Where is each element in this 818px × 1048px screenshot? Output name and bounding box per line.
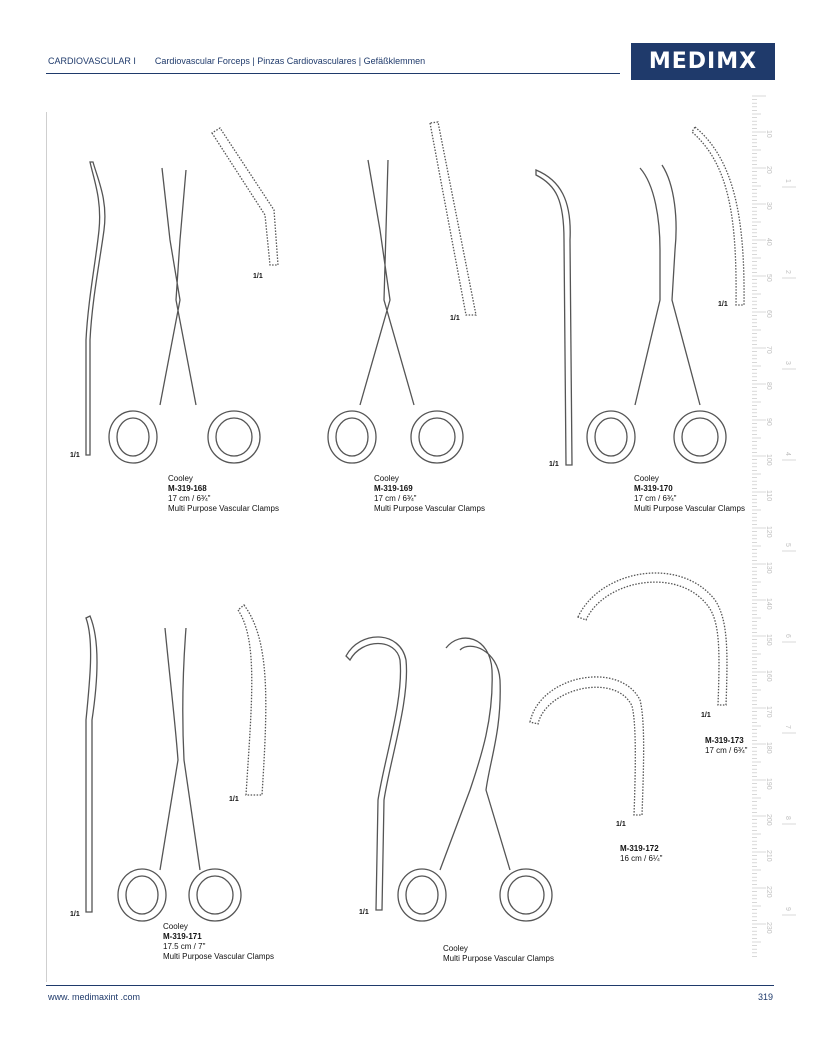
ruler-inch-label: 1 bbox=[784, 179, 791, 183]
product-code: M-319-169 bbox=[374, 484, 413, 493]
product-label: Cooley M-319-168 17 cm / 6¾" Multi Purpo… bbox=[168, 474, 279, 514]
scale-label: 1/1 bbox=[616, 821, 626, 828]
product-size: 16 cm / 6¼" bbox=[620, 854, 663, 863]
scale-label: 1/1 bbox=[253, 273, 263, 280]
ruler-cm-label: 110 bbox=[765, 490, 772, 501]
scale-label: 1/1 bbox=[70, 452, 80, 459]
jaw-detail-168 bbox=[211, 127, 279, 266]
ruler-cm-label: 90 bbox=[765, 418, 772, 426]
ruler-cm-label: 140 bbox=[765, 598, 772, 610]
product-name: Cooley bbox=[163, 922, 188, 931]
ruler-cm-label: 80 bbox=[765, 382, 772, 390]
product-size: 17 cm / 6¾" bbox=[168, 494, 211, 503]
ruler-cm-label: 100 bbox=[765, 454, 772, 466]
ruler-cm-label: 30 bbox=[765, 202, 772, 210]
jaw-detail-173 bbox=[577, 572, 728, 706]
product-label: Cooley M-319-169 17 cm / 6¾" Multi Purpo… bbox=[374, 474, 485, 514]
footer-rule bbox=[46, 985, 774, 986]
scale-label: 1/1 bbox=[70, 911, 80, 918]
product-desc: Multi Purpose Vascular Clamps bbox=[374, 504, 486, 513]
scale-label: 1/1 bbox=[549, 461, 559, 468]
side-profile-168 bbox=[85, 161, 106, 456]
ruler-inch-label: 4 bbox=[784, 452, 791, 456]
footer-url: www. medimaxint .com bbox=[48, 992, 141, 1002]
clamp-170 bbox=[586, 164, 727, 464]
product-desc: Multi Purpose Vascular Clamps bbox=[163, 952, 275, 961]
ruler-cm-label: 60 bbox=[765, 310, 772, 318]
product-label: Cooley M-319-171 17.5 cm / 7" Multi Purp… bbox=[163, 922, 274, 962]
ruler-inch-label: 6 bbox=[784, 634, 791, 638]
ruler-inch-label: 7 bbox=[784, 725, 791, 729]
product-label: Cooley Multi Purpose Vascular Clamps bbox=[443, 944, 554, 964]
ruler-cm-label: 190 bbox=[765, 778, 772, 790]
product-label: M-319-172 16 cm / 6¼" bbox=[620, 844, 662, 864]
scale-label: 1/1 bbox=[718, 301, 728, 308]
jaw-detail-171 bbox=[237, 604, 267, 796]
ruler-inch-label: 5 bbox=[784, 543, 791, 547]
scale-label: 1/1 bbox=[229, 796, 239, 803]
ruler-cm-label: 120 bbox=[765, 526, 772, 538]
product-label: Cooley M-319-170 17 cm / 6¾" Multi Purpo… bbox=[634, 474, 745, 514]
scale-label: 1/1 bbox=[359, 909, 369, 916]
ruler-cm-label: 20 bbox=[765, 166, 772, 174]
product-label: M-319-173 17 cm / 6¾" bbox=[705, 736, 747, 756]
clamp-curved bbox=[397, 637, 553, 922]
ruler-cm-label: 150 bbox=[765, 634, 772, 646]
page-header: CARDIOVASCULAR I Cardiovascular Forceps … bbox=[48, 56, 425, 66]
product-code: M-319-170 bbox=[634, 484, 673, 493]
clamp-168 bbox=[108, 167, 261, 464]
side-profile-curved bbox=[345, 636, 408, 911]
jaw-detail-169 bbox=[429, 121, 477, 316]
product-desc: Multi Purpose Vascular Clamps bbox=[168, 504, 280, 513]
ruler-cm-label: 10 bbox=[765, 130, 772, 138]
ruler-cm-label: 220 bbox=[765, 886, 772, 898]
side-profile-170 bbox=[535, 169, 573, 466]
jaw-detail-172 bbox=[529, 676, 645, 816]
jaw-detail-170 bbox=[691, 126, 745, 306]
ruler-inch-label: 2 bbox=[784, 270, 791, 274]
clamp-171 bbox=[117, 627, 242, 922]
clamp-169 bbox=[327, 159, 464, 464]
product-code: M-319-171 bbox=[163, 932, 202, 941]
product-name: Cooley bbox=[374, 474, 399, 483]
product-size: 17.5 cm / 7" bbox=[163, 942, 206, 951]
product-name: Cooley bbox=[634, 474, 659, 483]
product-code: M-319-173 bbox=[705, 736, 744, 745]
measurement-ruler: 10 20 30 40 50 60 70 80 90 100 110 120 130 140 150 160 1… bbox=[752, 95, 796, 957]
ruler-inch-label: 3 bbox=[784, 361, 791, 365]
ruler-cm-label: 50 bbox=[765, 274, 772, 282]
catalog-content bbox=[46, 112, 753, 982]
product-size: 17 cm / 6¾" bbox=[374, 494, 417, 503]
header-title: Cardiovascular Forceps | Pinzas Cardiova… bbox=[154, 56, 426, 66]
product-name: Cooley bbox=[168, 474, 193, 483]
product-code: M-319-168 bbox=[168, 484, 207, 493]
side-profile-171 bbox=[85, 615, 98, 913]
brand-logo: MEDIMX bbox=[631, 43, 775, 80]
scale-label: 1/1 bbox=[450, 315, 460, 322]
ruler-cm-label: 70 bbox=[765, 346, 772, 354]
product-desc: Multi Purpose Vascular Clamps bbox=[634, 504, 746, 513]
ruler-cm-label: 180 bbox=[765, 742, 772, 754]
product-desc: Multi Purpose Vascular Clamps bbox=[443, 954, 555, 963]
product-code: M-319-172 bbox=[620, 844, 659, 853]
product-size: 17 cm / 6¾" bbox=[634, 494, 677, 503]
page-number: 319 bbox=[758, 992, 774, 1002]
ruler-inch-label: 8 bbox=[784, 816, 791, 820]
ruler-cm-label: 210 bbox=[765, 850, 772, 862]
ruler-cm-label: 160 bbox=[765, 670, 772, 682]
section-label: CARDIOVASCULAR I bbox=[48, 56, 136, 66]
header-rule bbox=[46, 73, 620, 74]
ruler-cm-label: 230 bbox=[765, 922, 772, 934]
ruler-cm-label: 200 bbox=[765, 814, 772, 826]
ruler-cm-label: 130 bbox=[765, 562, 772, 574]
ruler-inch-label: 9 bbox=[784, 907, 791, 911]
product-name: Cooley bbox=[443, 944, 468, 953]
product-size: 17 cm / 6¾" bbox=[705, 746, 748, 755]
ruler-cm-label: 40 bbox=[765, 238, 772, 246]
scale-label: 1/1 bbox=[701, 712, 711, 719]
ruler-cm-label: 170 bbox=[765, 706, 772, 718]
